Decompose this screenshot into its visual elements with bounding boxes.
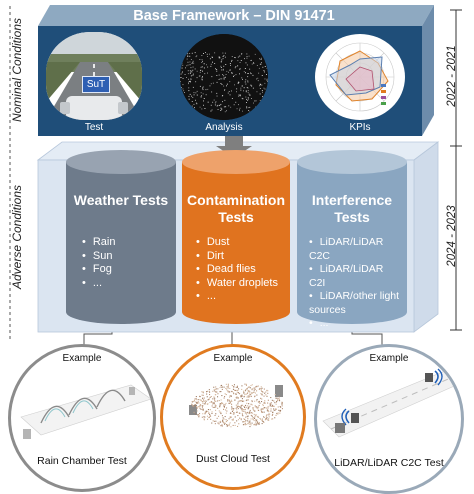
dust-cloud-caption: Dust Cloud Test [163,453,303,465]
weather-item: Rain [82,236,170,250]
weather-tests-title: Weather Tests [66,192,176,209]
base-framework-title: Base Framework – DIN 91471 [38,8,430,24]
interference-tests-list: LiDAR/LiDAR C2C LiDAR/LiDAR C2I LiDAR/ot… [309,236,401,331]
rain-chamber-caption: Rain Chamber Test [11,455,153,467]
contamination-tests-cylinder: Contamination Tests Dust Dirt Dead flies… [182,150,290,326]
contamination-item: Water droplets [196,277,284,291]
weather-item: Fog [82,263,170,277]
lidar-c2c-example: Example LiDAR/LiDAR C2C Test [314,344,464,494]
rain-chamber-example: Example Rain Chamber Test [8,344,156,492]
rain-chamber-illustration [11,347,153,489]
radar-chart-image [315,34,405,120]
weather-tests-cylinder: Weather Tests Rain Sun Fog ... [66,150,176,326]
contamination-item: ... [196,290,284,304]
adverse-box-side [414,142,438,332]
interference-item: LiDAR/LiDAR C2I [309,263,401,290]
interference-tests-title: Interference Tests [297,192,407,226]
contamination-tests-list: Dust Dirt Dead flies Water droplets ... [196,236,284,304]
base-box-side [422,5,434,136]
contamination-item: Dust [196,236,284,250]
point-cloud-image [180,34,268,120]
dust-cloud-example: Example Dust Cloud Test [160,344,306,490]
dust-cloud-illustration [163,347,303,487]
kpis-panel [315,34,405,120]
interference-item: ... [309,317,401,331]
contamination-item: Dead flies [196,263,284,277]
interference-item: LiDAR/LiDAR C2C [309,236,401,263]
analysis-panel [180,34,268,120]
interference-item: LiDAR/other light sources [309,290,401,317]
sut-badge: SuT [82,76,110,93]
weather-item: ... [82,277,170,291]
contamination-tests-title: Contamination Tests [182,192,290,226]
lidar-c2c-caption: LiDAR/LiDAR C2C Test [317,457,461,469]
interference-tests-cylinder: Interference Tests LiDAR/LiDAR C2C LiDAR… [297,150,407,326]
contamination-item: Dirt [196,250,284,264]
weather-tests-list: Rain Sun Fog ... [82,236,170,290]
test-panel: SuT [46,32,142,120]
weather-item: Sun [82,250,170,264]
lidar-c2c-illustration [317,347,461,491]
